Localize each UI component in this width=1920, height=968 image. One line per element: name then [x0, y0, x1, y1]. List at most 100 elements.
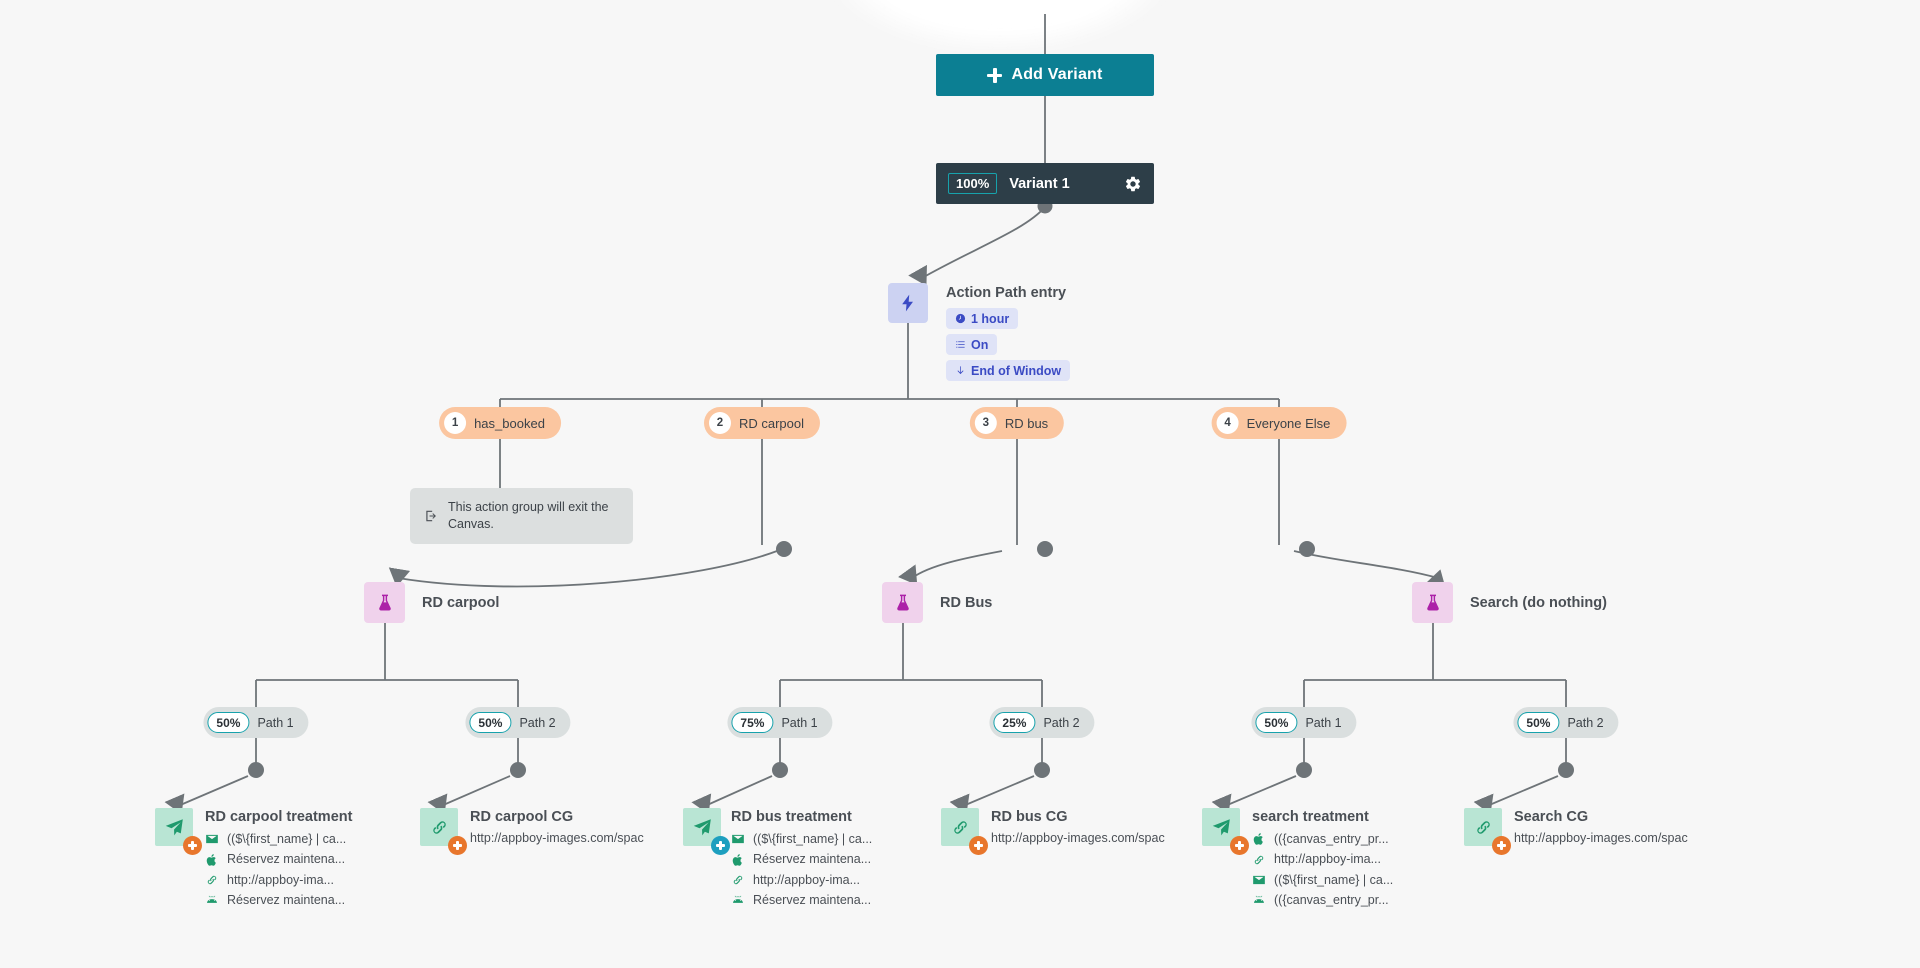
list-icon: [956, 341, 965, 348]
message-channel-text: (($\{first_name} | ca...: [1274, 872, 1394, 887]
message-channel-text: Réservez maintena...: [227, 852, 346, 867]
message-title: Search CG: [1514, 809, 1589, 825]
path-label: Path 2: [1043, 715, 1080, 730]
message-channel-text: (({canvas_entry_pr...: [1274, 892, 1389, 907]
top-gradient-decoration: [830, 0, 1170, 50]
apple-icon: [205, 853, 219, 867]
message-channel-row: Réservez maintena...: [731, 849, 872, 869]
path-percent: 75%: [731, 712, 774, 733]
plus-badge-icon: [448, 836, 467, 855]
send-paper-plane-icon: [1212, 818, 1230, 835]
add-variant-button[interactable]: Add Variant: [936, 54, 1154, 96]
path-percent: 50%: [1255, 712, 1298, 733]
android-icon: [205, 893, 219, 907]
path-pill-bus-1[interactable]: 75% Path 1: [727, 707, 833, 738]
send-paper-plane-icon: [165, 818, 183, 835]
path-pill-search-1[interactable]: 50% Path 1: [1251, 707, 1357, 738]
experiment-label-rd-carpool: RD carpool: [422, 595, 500, 611]
message-tile-search-cg[interactable]: [1464, 808, 1511, 855]
action-path-badge-state[interactable]: On: [946, 334, 998, 356]
action-path-badge-window-label: End of Window: [971, 363, 1062, 378]
message-channel-text: Réservez maintena...: [227, 892, 346, 907]
variant-percent-badge: 100%: [948, 173, 998, 194]
path-pill-bus-2[interactable]: 25% Path 2: [989, 707, 1095, 738]
path-percent: 50%: [207, 712, 250, 733]
condition-label: RD carpool: [738, 415, 805, 431]
experiment-tile-rd-bus[interactable]: [882, 582, 923, 623]
condition-number: 3: [974, 412, 997, 434]
condition-number: 1: [444, 412, 467, 434]
message-subtitle-url: http://appboy-images.com/spac: [991, 831, 1165, 846]
arrow-down-icon: [957, 366, 964, 375]
path-percent: 50%: [1517, 712, 1560, 733]
email-icon: [731, 832, 745, 846]
email-icon: [205, 832, 219, 846]
message-subtitle-url: http://appboy-images.com/spac: [470, 831, 644, 846]
message-subtitle-url: http://appboy-images.com/spac: [1514, 831, 1688, 846]
message-channel-row: (({canvas_entry_pr...: [1252, 890, 1393, 910]
link-icon: [731, 873, 745, 887]
message-channel-text: (($\{first_name} | ca...: [753, 832, 873, 847]
message-channel-row: (({canvas_entry_pr...: [1252, 829, 1393, 849]
path-percent: 50%: [469, 712, 512, 733]
message-channel-row: Réservez maintena...: [731, 890, 872, 910]
path-label: Path 2: [519, 715, 556, 730]
path-label: Path 2: [1567, 715, 1604, 730]
message-channel-text: Réservez maintena...: [753, 852, 872, 867]
experiment-tile-search[interactable]: [1412, 582, 1453, 623]
path-pill-carpool-1[interactable]: 50% Path 1: [203, 707, 309, 738]
experiment-label-rd-bus: RD Bus: [940, 595, 993, 611]
message-tile-search-treatment[interactable]: [1202, 808, 1249, 855]
condition-number: 4: [1216, 412, 1239, 434]
lightning-bolt-icon: [902, 294, 913, 312]
message-block-rd-bus-cg: RD bus CG http://appboy-images.com/spac: [991, 808, 1165, 848]
email-icon: [1252, 873, 1266, 887]
message-title: RD bus CG: [991, 809, 1068, 825]
link-icon: [432, 820, 446, 834]
message-tile-rd-bus-cg[interactable]: [941, 808, 988, 855]
path-label: Path 1: [1305, 715, 1342, 730]
action-path-entry-icon-tile[interactable]: [888, 283, 928, 323]
android-icon: [1252, 893, 1266, 907]
experiment-label-search: Search (do nothing): [1470, 595, 1607, 611]
message-block-rd-carpool-cg: RD carpool CG http://appboy-images.com/s…: [470, 808, 644, 848]
action-path-badge-window[interactable]: End of Window: [946, 360, 1071, 382]
link-icon: [1252, 853, 1266, 867]
exit-canvas-note-text: This action group will exit the Canvas.: [448, 500, 609, 531]
path-pill-carpool-2[interactable]: 50% Path 2: [465, 707, 571, 738]
message-channel-row: (($\{first_name} | ca...: [1252, 870, 1393, 890]
exit-door-icon: [426, 510, 436, 522]
condition-pill-everyone-else[interactable]: 4 Everyone Else: [1211, 407, 1347, 439]
message-block-rd-bus-treatment: RD bus treatment (($\{first_name} | ca..…: [731, 808, 872, 910]
plus-badge-icon: [969, 836, 988, 855]
message-tile-rd-carpool-treatment[interactable]: [155, 808, 202, 855]
condition-pill-rd-bus[interactable]: 3 RD bus: [969, 407, 1065, 439]
condition-label: has_booked: [474, 415, 545, 431]
link-icon: [205, 873, 219, 887]
condition-label: Everyone Else: [1246, 415, 1331, 431]
action-path-entry-title: Action Path entry: [946, 285, 1067, 301]
action-path-badge-duration[interactable]: 1 hour: [946, 308, 1019, 330]
flask-icon: [896, 594, 909, 610]
message-tile-rd-bus-treatment[interactable]: [683, 808, 730, 855]
link-icon: [953, 820, 967, 834]
plus-icon: [987, 67, 1003, 83]
message-block-search-treatment: search treatment (({canvas_entry_pr... h…: [1252, 808, 1393, 910]
gear-icon[interactable]: [1124, 175, 1142, 193]
condition-label: RD bus: [1004, 415, 1049, 431]
path-label: Path 1: [257, 715, 294, 730]
path-label: Path 1: [781, 715, 818, 730]
path-pill-search-2[interactable]: 50% Path 2: [1513, 707, 1619, 738]
send-paper-plane-icon: [693, 818, 711, 835]
message-block-search-cg: Search CG http://appboy-images.com/spac: [1514, 808, 1688, 848]
condition-pill-has-booked[interactable]: 1 has_booked: [439, 407, 561, 439]
experiment-tile-rd-carpool[interactable]: [364, 582, 405, 623]
plus-badge-icon: [1230, 836, 1249, 855]
message-channel-text: (($\{first_name} | ca...: [227, 832, 347, 847]
condition-pill-rd-carpool[interactable]: 2 RD carpool: [703, 407, 821, 439]
message-tile-rd-carpool-cg[interactable]: [420, 808, 467, 855]
clock-icon: [955, 314, 966, 324]
flask-icon: [378, 594, 391, 610]
variant-bar[interactable]: 100% Variant 1: [936, 163, 1154, 204]
